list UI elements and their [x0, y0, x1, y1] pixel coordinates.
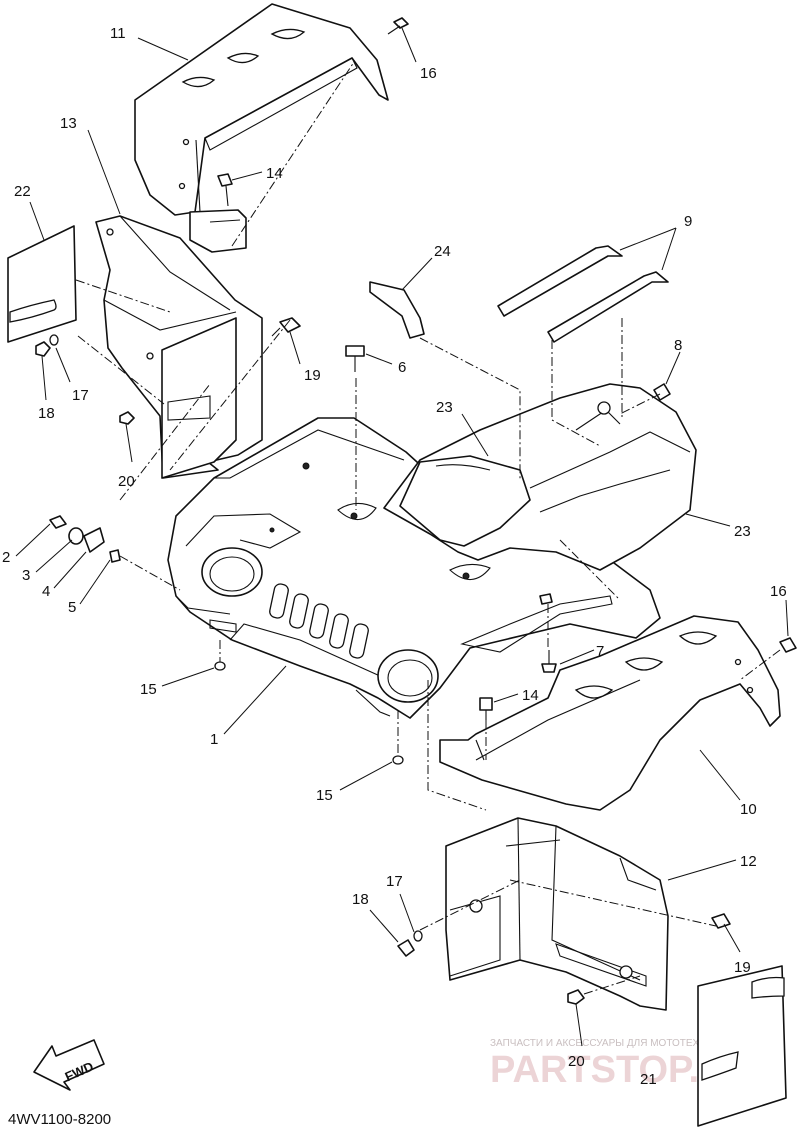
- fasteners: [35, 17, 797, 1005]
- callout-8: 8: [674, 337, 682, 354]
- callout-22: 22: [14, 183, 31, 200]
- callout-16: 16: [420, 65, 437, 82]
- callout-10: 10: [740, 801, 757, 818]
- part-21-right-mud-flap: [697, 965, 787, 1127]
- callout-3: 3: [22, 567, 30, 584]
- callout-2: 2: [2, 549, 10, 566]
- part-1-front-fender: [167, 417, 661, 719]
- callout-labels: 11 16 13 14 22 17 18 19 20 6 24 9 8 23 2…: [2, 25, 787, 1088]
- callout-23: 23: [436, 399, 453, 416]
- part-11-fender-top: [134, 3, 389, 253]
- assembly-lines: [75, 61, 781, 995]
- callout-14: 14: [522, 687, 539, 704]
- callout-19: 19: [734, 959, 751, 976]
- part-24-strip: [369, 281, 425, 339]
- callout-24: 24: [434, 243, 451, 260]
- callout-13: 13: [60, 115, 77, 132]
- fwd-arrow-icon: FWD: [33, 1039, 105, 1091]
- callout-17: 17: [386, 873, 403, 890]
- callout-20: 20: [568, 1053, 585, 1070]
- drawing-code: 4WV1100-8200: [8, 1111, 111, 1128]
- callout-9: 9: [684, 213, 692, 230]
- callout-15: 15: [316, 787, 333, 804]
- callout-14: 14: [266, 165, 283, 182]
- callout-20: 20: [118, 473, 135, 490]
- watermark-caption: ЗАПЧАСТИ И АКСЕССУАРЫ ДЛЯ МОТОТЕХНИКИ: [490, 1038, 727, 1049]
- callout-21: 21: [640, 1071, 657, 1088]
- callout-7: 7: [596, 643, 604, 660]
- callout-23: 23: [734, 523, 751, 540]
- part-13-left-inner-panel: [95, 215, 263, 479]
- callout-16: 16: [770, 583, 787, 600]
- leader-lines: [15, 27, 789, 1047]
- callout-15: 15: [140, 681, 157, 698]
- callout-17: 17: [72, 387, 89, 404]
- callout-12: 12: [740, 853, 757, 870]
- part-9-trim-strips: [497, 245, 669, 343]
- callout-11: 11: [110, 25, 126, 42]
- part-22-left-mud-flap: [7, 225, 77, 343]
- callout-1: 1: [210, 731, 218, 748]
- callout-5: 5: [68, 599, 76, 616]
- part-10-right-fender: [439, 595, 781, 811]
- part-12-right-inner-panel: [445, 817, 669, 1011]
- part-23-rear-cowl: [383, 383, 697, 571]
- callout-6: 6: [398, 359, 406, 376]
- callout-19: 19: [304, 367, 321, 384]
- callout-18: 18: [38, 405, 55, 422]
- callout-18: 18: [352, 891, 369, 908]
- callout-4: 4: [42, 583, 50, 600]
